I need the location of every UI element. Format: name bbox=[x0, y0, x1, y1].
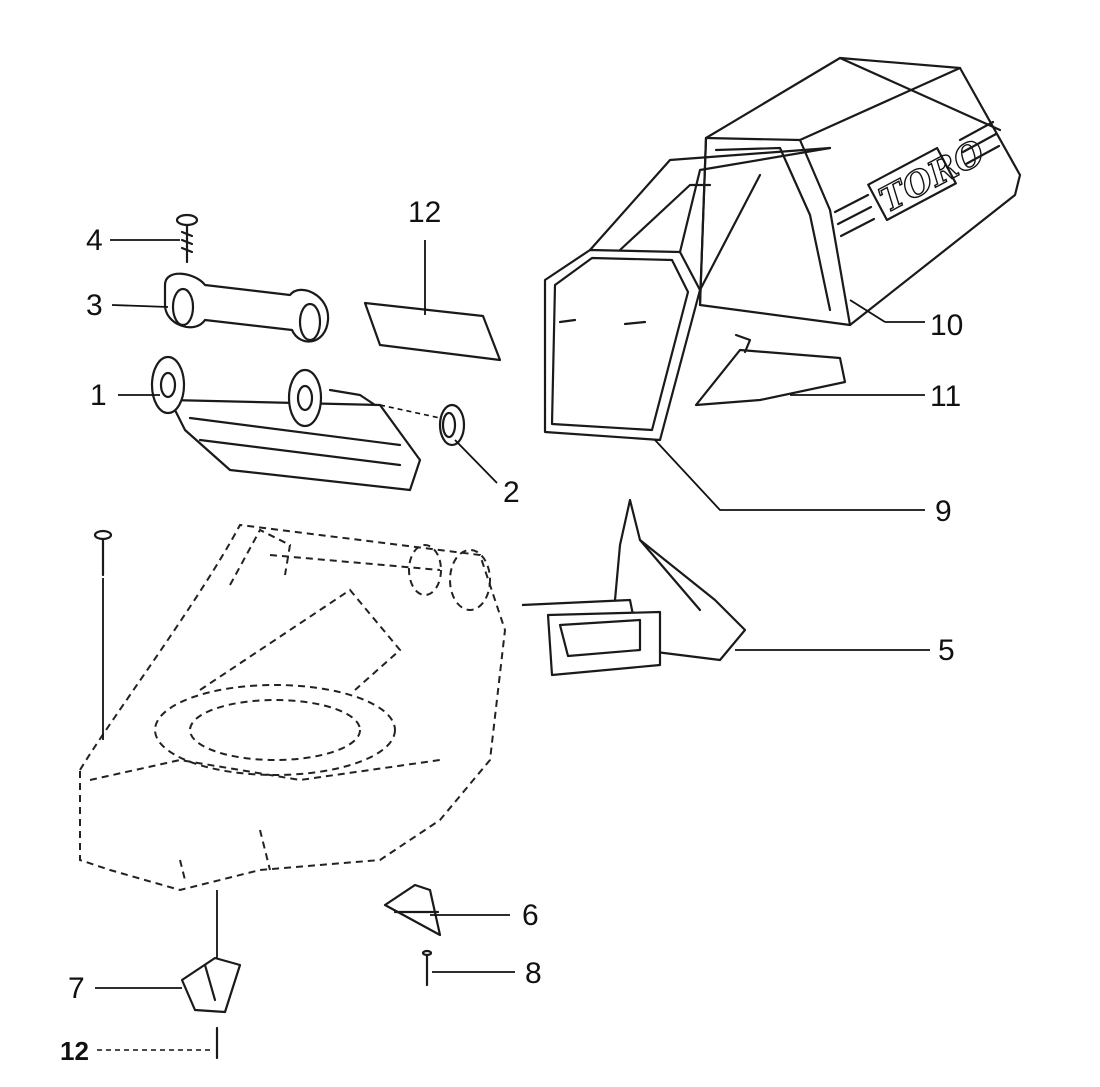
part-2-cap bbox=[379, 403, 466, 447]
callout-7: 7 bbox=[68, 972, 85, 1005]
callout-8: 8 bbox=[525, 957, 542, 990]
part-7-bracket bbox=[180, 890, 242, 1014]
callout-3: 3 bbox=[86, 289, 103, 322]
part-3-axle-cover bbox=[163, 272, 330, 343]
callout-11: 11 bbox=[930, 380, 961, 413]
callout-12-top: 12 bbox=[408, 196, 441, 229]
mower-deck bbox=[79, 523, 507, 892]
callout-6: 6 bbox=[522, 899, 539, 932]
callout-5: 5 bbox=[938, 634, 955, 667]
deck-screw bbox=[93, 529, 113, 740]
part-10-grass-bag-cover: TORO bbox=[698, 56, 1022, 327]
callout-4: 4 bbox=[86, 224, 103, 257]
part-11-deflector bbox=[694, 333, 847, 407]
part-6-bracket bbox=[383, 883, 442, 937]
part-5-discharge-chute bbox=[521, 498, 747, 677]
part-9-grass-bag-frame bbox=[543, 146, 832, 442]
part-1-rear-axle bbox=[150, 355, 422, 492]
callout-1: 1 bbox=[90, 379, 107, 412]
callout-10: 10 bbox=[930, 309, 963, 342]
leader-lines bbox=[95, 239, 930, 1051]
part-4-screw bbox=[175, 213, 199, 264]
callout-labels: 1 2 3 4 5 6 7 8 9 10 11 12 12 bbox=[60, 196, 963, 1066]
callout-9: 9 bbox=[935, 495, 952, 528]
part-12-decal bbox=[363, 301, 502, 362]
part-8-screw bbox=[421, 949, 433, 987]
callout-12-bottom: 12 bbox=[60, 1036, 89, 1066]
callout-2: 2 bbox=[503, 476, 520, 509]
